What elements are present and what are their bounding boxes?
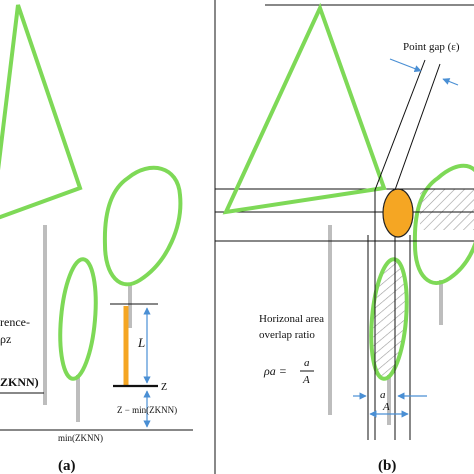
z-label: Z: [161, 382, 167, 393]
point-gap-label: Point gap (ε): [403, 41, 460, 53]
caption-a: (a): [58, 458, 76, 474]
length-label: L: [137, 335, 145, 350]
tree-crown-ellipse-small-b: [369, 257, 409, 381]
big-a-label: A: [382, 401, 390, 413]
laser-beam-left: [374, 59, 426, 440]
z-min-label: Z − min(ZKNN): [117, 405, 177, 415]
ratio-title-line2: overlap ratio: [259, 329, 315, 341]
ratio-numerator: a: [304, 357, 310, 369]
tree-crown-conical: [0, 4, 83, 220]
small-a-label: a: [380, 389, 386, 401]
overlap-highlight: [382, 188, 414, 238]
cut-text-line1: rence-: [0, 315, 30, 329]
tree-crown-conical-b: [222, 2, 387, 215]
min-label: min(ZKNN): [58, 433, 103, 443]
cut-text-line2: ρz: [0, 332, 11, 346]
point-gap-arrow-left: [389, 58, 422, 73]
ratio-formula-lhs: ρa =: [263, 364, 287, 378]
tree-crown-ellipse-large: [102, 165, 183, 287]
caption-b: (b): [378, 458, 396, 474]
tree-crown-ellipse-small: [58, 257, 98, 381]
point-gap-arrow-right: [442, 78, 459, 86]
ratio-denominator: A: [302, 374, 310, 386]
overlap-hatch-right: [420, 189, 474, 230]
panel-b: Point gap (ε) Horizonal area overlap rat…: [214, 0, 474, 474]
ratio-title-line1: Horizonal area: [259, 313, 324, 325]
cut-text-line3: ZKNN): [0, 375, 39, 389]
panel-a: L Z Z − min(ZKNN) min(ZKNN) rence- ρz ZK…: [0, 4, 193, 474]
tree-crown-ellipse-large-b: [412, 163, 474, 285]
